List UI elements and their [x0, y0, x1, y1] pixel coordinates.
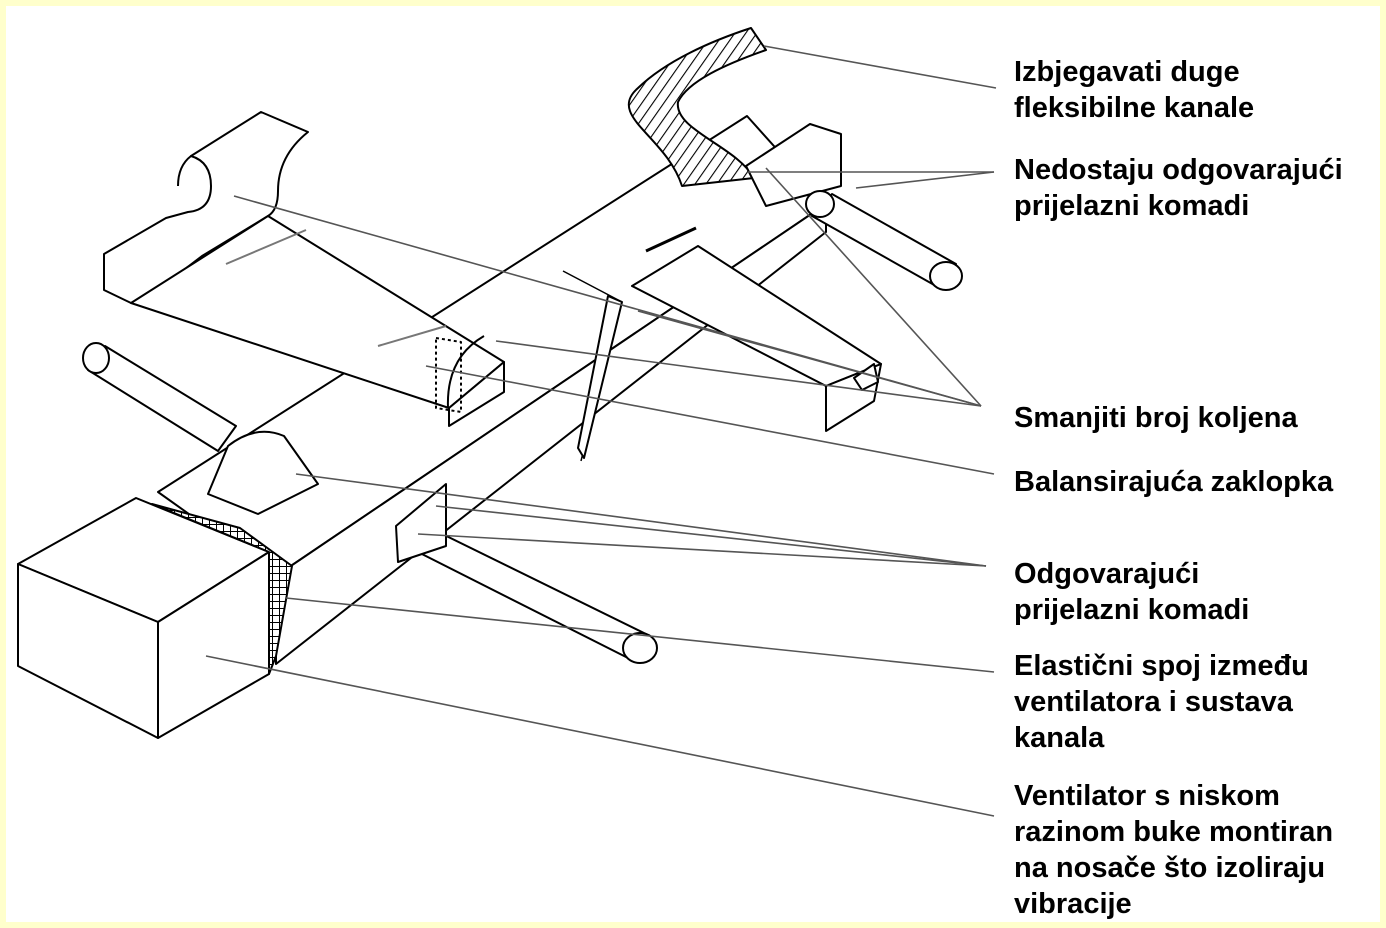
label-flex-duct: Izbjegavati duge fleksibilne kanale [1014, 54, 1254, 126]
label-flexible-connection: Elastični spoj između ventilatora i sust… [1014, 648, 1309, 756]
label-line: Balansirajuća zaklopka [1014, 466, 1334, 498]
duct-system-drawing [17, 27, 997, 817]
label-line: prijelazni komadi [1014, 594, 1250, 626]
label-line: Ventilator s niskom [1014, 780, 1280, 812]
transition-fittings [207, 337, 462, 563]
label-line: razinom buke montiran [1014, 816, 1334, 848]
label-reduce-elbows: Smanjiti broj koljena [1014, 400, 1298, 436]
upper-right-branch-duct [631, 226, 882, 432]
flexible-connection [151, 503, 293, 675]
label-line: prijelazni komadi [1014, 190, 1250, 222]
flexible-duct [627, 27, 842, 207]
label-line: na nosače što izoliraju [1014, 852, 1326, 884]
upper-left-elbow-duct [103, 111, 505, 427]
label-line: vibracije [1014, 888, 1132, 920]
round-branch-ducts [82, 190, 963, 664]
label-proper-transitions: Odgovarajući prijelazni komadi [1014, 556, 1249, 628]
label-balancing-damper: Balansirajuća zaklopka [1014, 464, 1333, 500]
label-line: kanala [1014, 722, 1105, 754]
label-missing-transitions: Nedostaju odgovarajući prijelazni komadi [1014, 152, 1343, 224]
label-line: Odgovarajući [1014, 558, 1200, 590]
label-line: Izbjegavati duge [1014, 56, 1240, 88]
label-line: ventilatora i sustava [1014, 686, 1293, 718]
label-line: Elastični spoj između [1014, 650, 1309, 682]
label-line: fleksibilne kanale [1014, 92, 1255, 124]
leader-lines [205, 45, 997, 817]
label-quiet-fan: Ventilator s niskom razinom buke montira… [1014, 778, 1333, 922]
label-line: Smanjiti broj koljena [1014, 402, 1298, 434]
label-line: Nedostaju odgovarajući [1014, 154, 1343, 186]
fan-box [17, 497, 270, 739]
